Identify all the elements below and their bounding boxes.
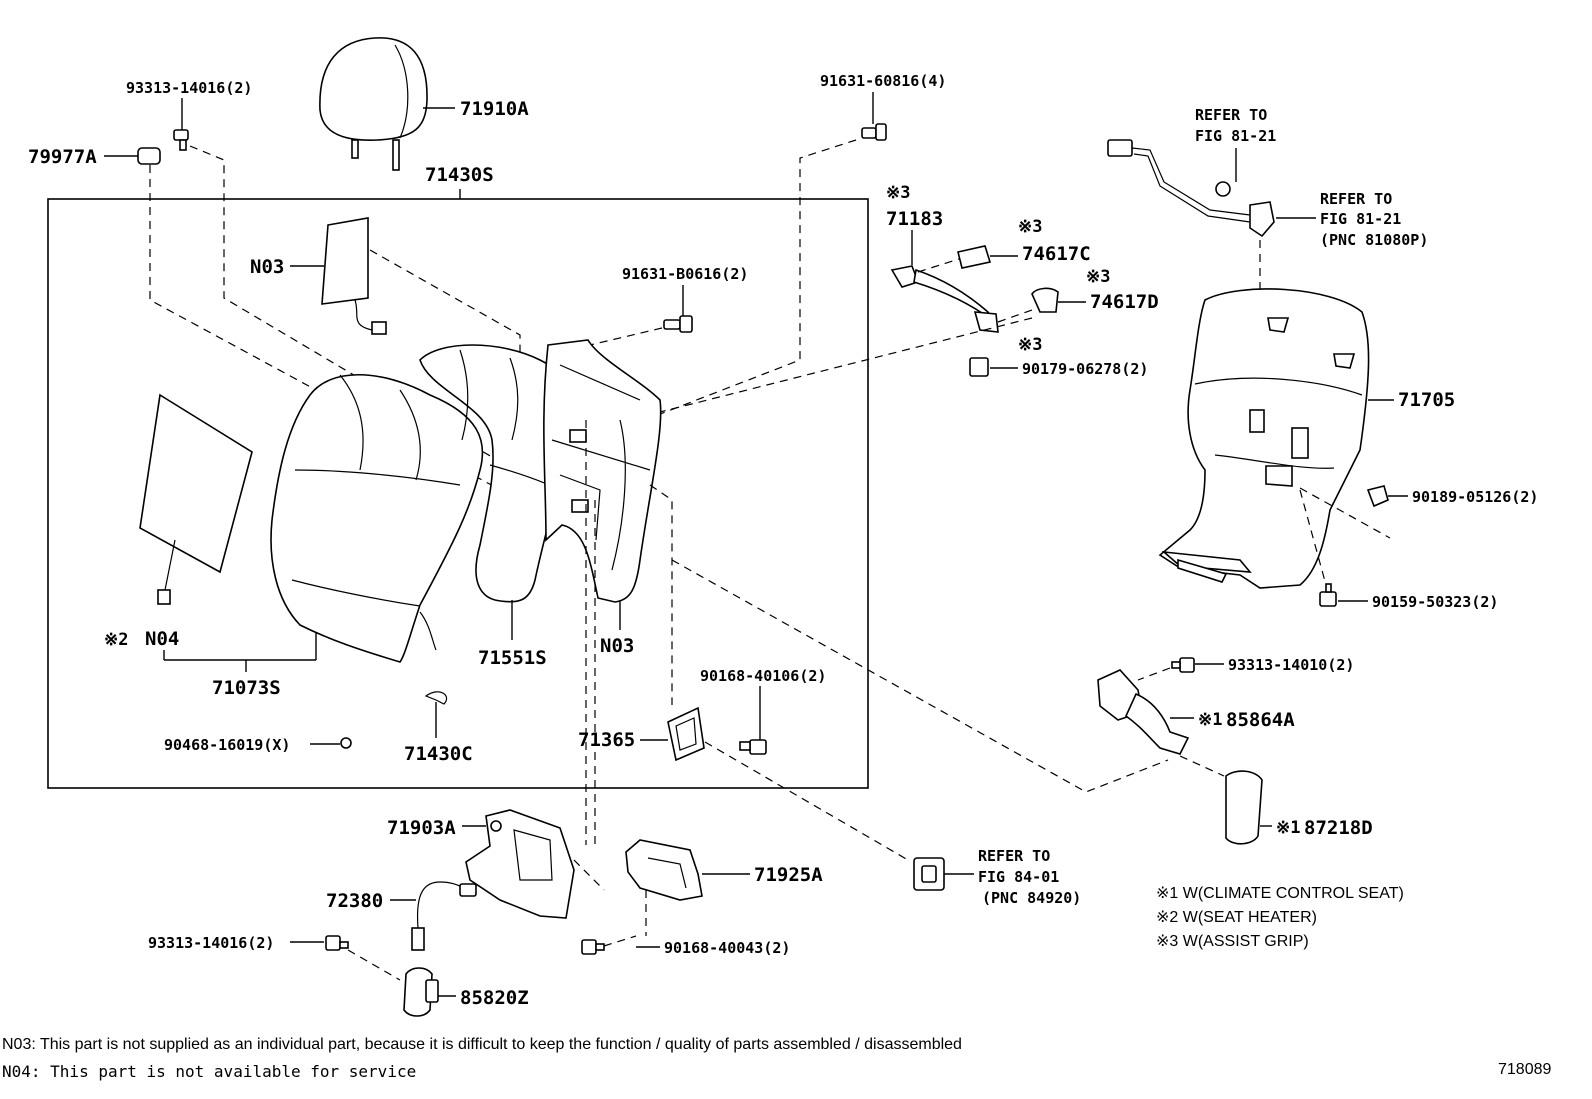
mark-3-a: ※3	[886, 183, 910, 203]
cap-74617D	[1031, 287, 1059, 313]
clip-90179-06278	[969, 357, 989, 377]
wire-harness	[1107, 139, 1275, 238]
ref-bottom-line1: REFER TO	[978, 847, 1050, 865]
seatback-cover-71073S	[270, 373, 484, 663]
label-90159-50323: 90159-50323(2)	[1372, 593, 1498, 611]
label-71073S: 71073S	[212, 677, 281, 699]
cap-74617C	[957, 245, 992, 269]
bracket-71903A	[465, 809, 575, 919]
clip-90189-05126	[1366, 485, 1389, 508]
label-85864A: 85864A	[1226, 709, 1295, 731]
label-91631-B0616: 91631-B0616(2)	[622, 265, 748, 283]
label-91631-60816: 91631-60816(4)	[820, 72, 946, 90]
mark-1-b: ※1	[1276, 818, 1300, 838]
bolt-93313-14016-top	[173, 129, 189, 151]
cap-79977A	[137, 147, 161, 165]
bolt-90168-40106	[739, 739, 767, 755]
support-71925A	[625, 839, 703, 901]
ref-top-left-line1: REFER TO	[1195, 106, 1267, 124]
label-71705: 71705	[1398, 389, 1455, 411]
label-71183: 71183	[886, 208, 943, 230]
mark-3-c: ※3	[1086, 267, 1110, 287]
label-N04: N04	[145, 628, 179, 650]
duct-87218D	[1225, 770, 1263, 845]
mark-3-d: ※3	[1018, 335, 1042, 355]
label-90468-16019: 90468-16019(X)	[164, 736, 290, 754]
label-90168-40043: 90168-40043(2)	[664, 939, 790, 957]
label-74617D: 74617D	[1090, 291, 1159, 313]
mark-1-a: ※1	[1198, 710, 1222, 730]
ref-bottom-line3: (PNC 84920)	[982, 889, 1081, 907]
mark-2: ※2	[104, 630, 128, 650]
label-N03-bottom: N03	[600, 635, 634, 657]
label-90189-05126: 90189-05126(2)	[1412, 488, 1538, 506]
pin-90468-16019	[340, 737, 352, 749]
label-79977A: 79977A	[28, 146, 97, 168]
ref-bottom-line2: FIG 84-01	[978, 868, 1059, 886]
label-71925A: 71925A	[754, 864, 823, 886]
label-72380: 72380	[326, 890, 383, 912]
note-N03: N03: This part is not supplied as an ind…	[2, 1036, 962, 1053]
label-71903A: 71903A	[387, 817, 456, 839]
seatback-board-71705	[1158, 288, 1370, 589]
headrest-71910A	[319, 37, 455, 171]
legend-item-2: ※2 W(SEAT HEATER)	[1156, 909, 1317, 926]
label-93313-14016-bottom: 93313-14016(2)	[148, 934, 274, 952]
seatback-frame-N03	[543, 339, 662, 603]
label-93313-14016-top: 93313-14016(2)	[126, 79, 252, 97]
assembly-box-71430S	[47, 198, 869, 789]
switch-84920	[913, 857, 945, 891]
bolt-91631-B0616	[663, 315, 693, 333]
bolt-93313-14010	[1171, 657, 1195, 673]
bolt-93313-14016-bottom	[325, 935, 349, 951]
sensor-N03	[321, 217, 387, 335]
label-93313-14010: 93313-14010(2)	[1228, 656, 1354, 674]
label-71551S: 71551S	[478, 647, 547, 669]
ref-top-right-line3: (PNC 81080P)	[1320, 231, 1428, 249]
label-85820Z: 85820Z	[460, 987, 529, 1009]
note-N04: N04: This part is not available for serv…	[2, 1062, 416, 1081]
label-71910A: 71910A	[460, 98, 529, 120]
bolt-91631-60816	[861, 123, 887, 141]
ref-top-right-line1: REFER TO	[1320, 190, 1392, 208]
legend-item-3: ※3 W(ASSIST GRIP)	[1156, 933, 1309, 950]
bezel-71365	[667, 706, 705, 762]
ref-top-right-line2: FIG 81-21	[1320, 210, 1401, 228]
mark-3-b: ※3	[1018, 217, 1042, 237]
label-87218D: 87218D	[1304, 817, 1373, 839]
label-74617C: 74617C	[1022, 243, 1091, 265]
motor-85820Z	[403, 967, 439, 1017]
heater-element-N04	[139, 393, 253, 605]
legend-item-1: ※1 W(CLIMATE CONTROL SEAT)	[1156, 885, 1404, 902]
label-71430C: 71430C	[404, 743, 473, 765]
seatback-pad-71551S	[419, 344, 577, 603]
clip-71430C	[424, 691, 448, 705]
ref-top-left-line2: FIG 81-21	[1195, 127, 1276, 145]
label-71430S: 71430S	[425, 164, 494, 186]
duct-85864A	[1097, 669, 1190, 755]
bolt-90168-40043	[581, 939, 605, 955]
label-71365: 71365	[578, 729, 635, 751]
label-N03-top: N03	[250, 256, 284, 278]
bolt-90159-50323	[1319, 583, 1337, 607]
label-90179-06278: 90179-06278(2)	[1022, 360, 1148, 378]
figure-id: 718089	[1498, 1061, 1551, 1078]
label-90168-40106: 90168-40106(2)	[700, 667, 826, 685]
cable-72380	[411, 881, 477, 951]
assist-grip-71183	[890, 265, 999, 333]
